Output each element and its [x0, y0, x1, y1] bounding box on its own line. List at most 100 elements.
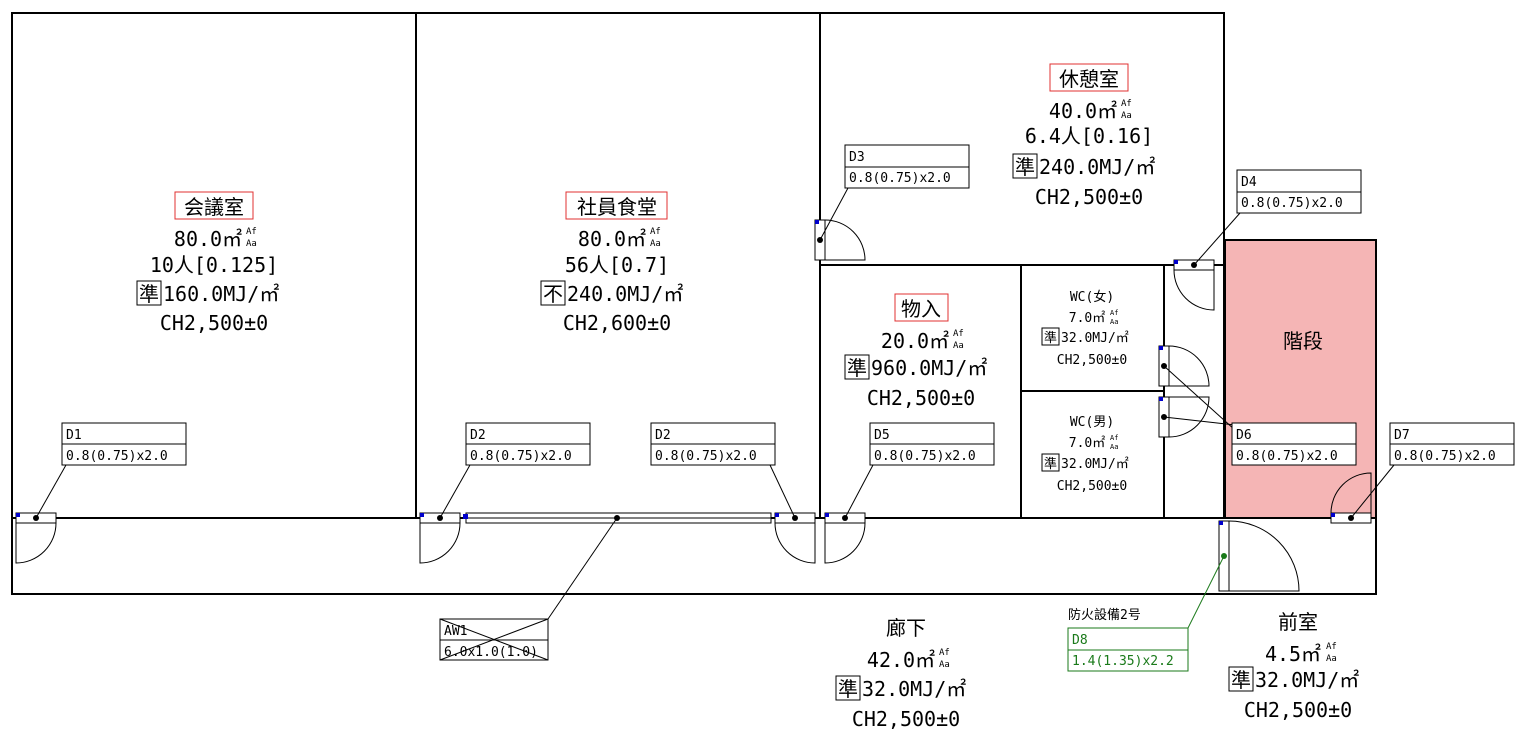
door-id: D4: [1241, 175, 1257, 190]
area-sup: Af: [1110, 434, 1118, 442]
window-spec: 6.0x1.0(1.0): [444, 645, 538, 660]
door-d4-symbol: [1173, 212, 1241, 311]
door-wcf-symbol: [1158, 345, 1236, 431]
window-id: AW1: [444, 624, 467, 639]
door-tag-d4: D4 0.8(0.75)x2.0: [1236, 169, 1362, 214]
ceiling-height: CH2,500±0: [1035, 185, 1143, 209]
room-people: 56人[0.7]: [565, 253, 669, 277]
area-sup: Af: [939, 648, 950, 658]
area-sup: Af: [1326, 642, 1337, 652]
door-spec: 0.8(0.75)x2.0: [66, 449, 168, 464]
door-tag-d1: D1 0.8(0.75)x2.0: [61, 422, 187, 466]
door-tag-d5: D5 0.8(0.75)x2.0: [869, 422, 995, 466]
room-area: 80.0㎡: [578, 227, 646, 251]
area-sub: Aa: [953, 341, 964, 351]
door-spec: 0.8(0.75)x2.0: [1236, 449, 1338, 464]
fire-class: 不: [543, 282, 563, 306]
ceiling-height: CH2,500±0: [1244, 698, 1352, 722]
fire-class: 準: [1231, 668, 1251, 692]
ceiling-height: CH2,500±0: [867, 386, 975, 410]
room-name: 廊下: [886, 616, 926, 640]
room-name: 前室: [1278, 610, 1318, 634]
fire-load: 960.0MJ/㎡: [871, 356, 987, 380]
door-tag-d2a: D2 0.8(0.75)x2.0: [465, 422, 591, 466]
door-d2b-symbol: [769, 464, 816, 564]
door-spec: 0.8(0.75)x2.0: [874, 449, 976, 464]
fire-load: 160.0MJ/㎡: [163, 282, 279, 306]
fire-class: 準: [838, 677, 858, 701]
room-area: 40.0㎡: [1049, 99, 1117, 123]
door-d2a-symbol: [419, 464, 471, 564]
door-d3-symbol: [814, 187, 866, 261]
door-spec: 0.8(0.75)x2.0: [1241, 196, 1343, 211]
room-name: 階段: [1283, 329, 1323, 353]
area-sub: Aa: [939, 660, 950, 670]
area-sup: Af: [1110, 309, 1118, 317]
room-name: 物入: [901, 297, 941, 321]
door-tag-d8: 防火設備2号 D8 1.4(1.35)x2.2: [1067, 607, 1189, 672]
room-name: WC(女): [1070, 289, 1114, 305]
fire-class: 準: [1044, 456, 1057, 472]
fire-load: 32.0MJ/㎡: [1061, 457, 1129, 472]
fire-load: 32.0MJ/㎡: [862, 677, 966, 701]
area-sup: Af: [1121, 99, 1132, 109]
door-id: D2: [470, 428, 486, 443]
door-wcm-symbol: [1158, 396, 1236, 438]
fire-equipment-note: 防火設備2号: [1068, 607, 1141, 623]
room-monoire: 物入 20.0㎡ Af Aa 準 960.0MJ/㎡ CH2,500±0: [844, 293, 987, 410]
door-tag-d6: D6 0.8(0.75)x2.0: [1231, 422, 1357, 466]
door-id: D1: [66, 428, 82, 443]
window-aw1: [463, 512, 772, 620]
area-sub: Aa: [246, 239, 257, 249]
room-name: 休憩室: [1059, 67, 1119, 91]
room-kyukei: 休憩室 40.0㎡ Af Aa 6.4人[0.16] 準 240.0MJ/㎡ C…: [1012, 63, 1155, 209]
room-area: 42.0㎡: [867, 648, 935, 672]
area-sup: Af: [953, 329, 964, 339]
window-tag-aw1: AW1 6.0x1.0(1.0): [439, 618, 549, 661]
fire-load: 32.0MJ/㎡: [1255, 668, 1359, 692]
ceiling-height: CH2,500±0: [160, 311, 268, 335]
area-sup: Af: [246, 227, 257, 237]
door-tag-d7: D7 0.8(0.75)x2.0: [1389, 422, 1515, 466]
room-people: 10人[0.125]: [150, 253, 278, 277]
fire-class: 準: [1044, 330, 1057, 346]
fire-class: 準: [1015, 155, 1035, 179]
door-spec: 0.8(0.75)x2.0: [849, 171, 951, 186]
room-area: 20.0㎡: [881, 329, 949, 353]
area-sub: Aa: [650, 239, 661, 249]
area-sub: Aa: [1326, 654, 1337, 664]
door-d1-symbol: [15, 464, 67, 564]
room-area: 7.0㎡: [1069, 311, 1105, 326]
door-spec: 0.8(0.75)x2.0: [655, 449, 757, 464]
area-sup: Af: [650, 227, 661, 237]
room-zenshitsu: 前室 4.5㎡ Af Aa 準 32.0MJ/㎡ CH2,500±0: [1228, 610, 1359, 722]
room-name: 会議室: [184, 195, 244, 219]
ceiling-height: CH2,600±0: [563, 311, 671, 335]
door-d7-symbol: [1330, 464, 1395, 524]
door-id: D2: [655, 428, 671, 443]
room-wc-f: WC(女) 7.0㎡ Af Aa 準 32.0MJ/㎡ CH2,500±0: [1041, 289, 1129, 368]
fire-load: 240.0MJ/㎡: [567, 282, 683, 306]
room-kaigi: 会議室 80.0㎡ Af Aa 10人[0.125] 準 160.0MJ/㎡ C…: [136, 191, 279, 335]
area-sub: Aa: [1110, 318, 1118, 326]
door-spec: 1.4(1.35)x2.2: [1072, 654, 1174, 669]
door-d5-symbol: [824, 464, 874, 564]
door-tag-d3: D3 0.8(0.75)x2.0: [844, 144, 970, 189]
room-wc-m: WC(男) 7.0㎡ Af Aa 準 32.0MJ/㎡ CH2,500±0: [1041, 415, 1129, 494]
room-kaidan: 階段: [1283, 329, 1323, 353]
area-sub: Aa: [1110, 443, 1118, 451]
room-area: 80.0㎡: [174, 227, 242, 251]
door-tag-d2b: D2 0.8(0.75)x2.0: [650, 422, 776, 466]
room-shokudo: 社員食堂 80.0㎡ Af Aa 56人[0.7] 不 240.0MJ/㎡ CH…: [540, 191, 683, 335]
room-roka: 廊下 42.0㎡ Af Aa 準 32.0MJ/㎡ CH2,500±0: [835, 616, 966, 731]
door-d8-symbol: [1187, 520, 1300, 629]
door-id: D3: [849, 150, 865, 165]
fire-load: 240.0MJ/㎡: [1039, 155, 1155, 179]
fire-class: 準: [847, 356, 867, 380]
room-people: 6.4人[0.16]: [1025, 124, 1153, 148]
ceiling-height: CH2,500±0: [852, 707, 960, 731]
door-spec: 0.8(0.75)x2.0: [470, 449, 572, 464]
room-name: WC(男): [1070, 415, 1114, 430]
door-id: D8: [1072, 633, 1088, 648]
